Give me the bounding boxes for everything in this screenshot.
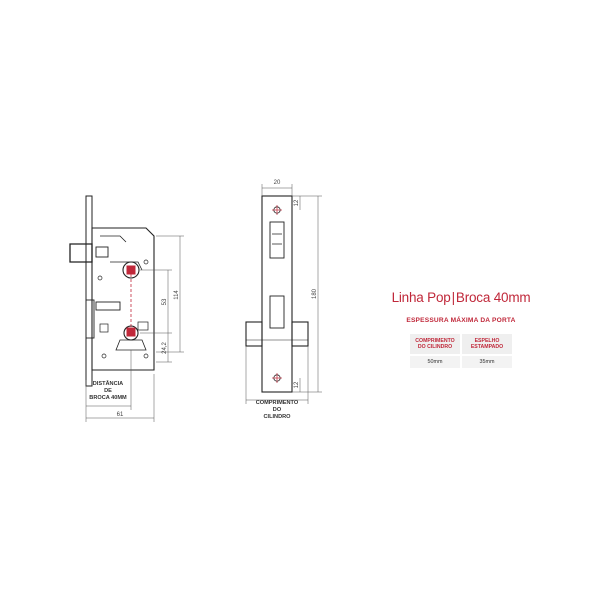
spring-block-2	[99, 323, 109, 333]
product-info-panel: Linha Pop|Broca 40mm ESPESSURA MÁXIMA DA…	[376, 290, 546, 370]
latch-opening	[269, 221, 285, 259]
faceplate	[261, 195, 293, 393]
product-spec-name: Broca 40mm	[455, 290, 531, 305]
dim-24-2-label: 24,2	[162, 342, 168, 354]
spec-table-header-row: COMPRIMENTO DO CILINDRO ESPELHO ESTAMPAD…	[410, 334, 512, 354]
header-stamped-escutcheon: ESPELHO ESTAMPADO	[462, 334, 512, 354]
latch-slot	[95, 246, 109, 258]
faceplate-edge	[85, 195, 93, 387]
cylinder-block-left	[245, 321, 263, 347]
faceplate-dimensions	[245, 184, 322, 404]
internal-lever-2	[110, 261, 143, 271]
follower-square	[126, 265, 136, 275]
spec-table: COMPRIMENTO DO CILINDRO ESPELHO ESTAMPAD…	[408, 332, 514, 370]
lock-faceplate-view	[245, 195, 309, 393]
cell-stamped-escutcheon: 35mm	[462, 356, 512, 368]
spring-block	[137, 321, 149, 331]
backset-caption-line-2: DE	[104, 388, 112, 394]
header-cylinder-length: COMPRIMENTO DO CILINDRO	[410, 334, 460, 354]
cylinder-block-right	[291, 321, 309, 347]
cylinder-caption-line-3: CILINDRO	[263, 414, 291, 420]
screw-2	[143, 259, 149, 265]
screw-4	[143, 353, 149, 359]
bolt-plate	[85, 299, 95, 339]
cell-cylinder-length: 50mm	[410, 356, 460, 368]
backset-caption-line-1: DISTÂNCIA	[93, 380, 123, 387]
table-row: 50mm 35mm	[410, 356, 512, 368]
latch-bevel	[272, 233, 282, 245]
dim-12-top-label: 12	[294, 199, 300, 206]
lock-interior-view	[69, 195, 155, 387]
bolt-opening	[269, 295, 285, 329]
screw-1	[97, 275, 103, 281]
latch-bolt	[69, 243, 93, 263]
lock-body	[91, 227, 155, 371]
internal-lever	[100, 235, 127, 243]
door-thickness-heading: ESPESSURA MÁXIMA DA PORTA	[406, 317, 516, 324]
bolt-window	[95, 301, 121, 311]
dim-114-label: 114	[174, 290, 180, 300]
dim-61-label: 61	[117, 412, 124, 418]
cylinder-profile	[115, 339, 147, 351]
interior-dimensions	[85, 235, 184, 422]
cylinder-caption-line-1: COMPRIMENTO	[256, 400, 299, 406]
dim-20-label: 20	[274, 180, 281, 186]
backset-caption-line-3: BROCA 40MM	[89, 395, 127, 401]
dim-53-label: 53	[162, 298, 168, 305]
screw-3	[101, 353, 107, 359]
handle-follower	[122, 261, 140, 279]
product-title: Linha Pop|Broca 40mm	[376, 290, 546, 305]
dim-180-label: 180	[312, 288, 318, 299]
product-line-name: Linha Pop	[391, 290, 451, 305]
cylinder-caption-line-2: DO	[273, 407, 282, 413]
dim-12-bottom-label: 12	[294, 381, 300, 388]
title-separator: |	[451, 290, 456, 305]
